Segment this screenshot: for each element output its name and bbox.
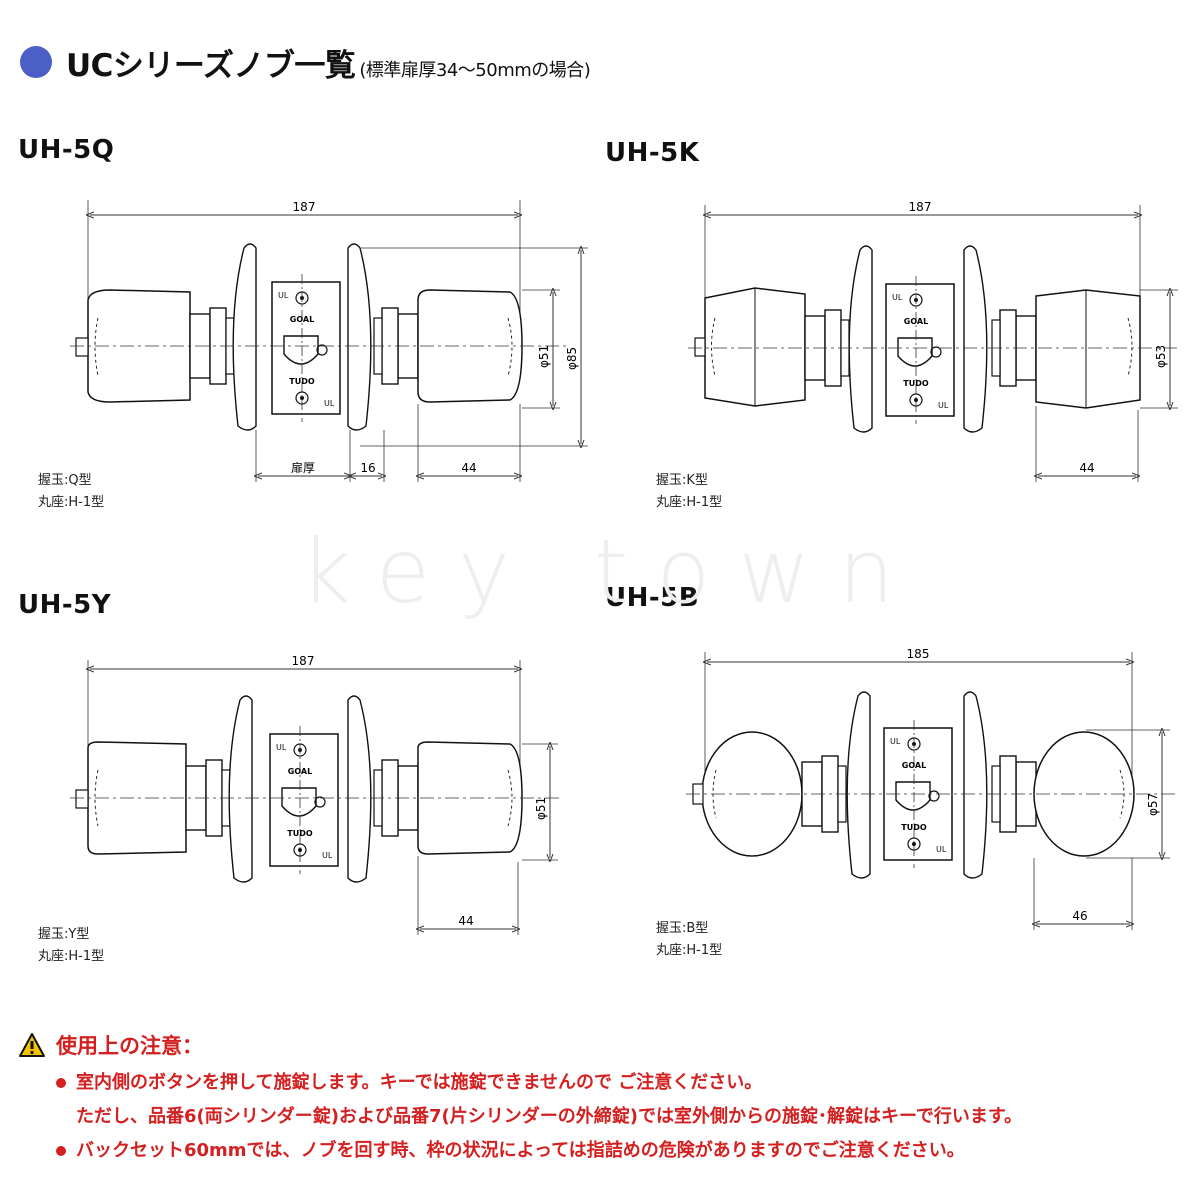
spec-uh5q: 握玉:Q型 丸座:H-1型: [38, 470, 104, 514]
diagram-uh5q: 187 φ51 φ85 扉厚 16 44: [70, 200, 588, 482]
page-title: UCシリーズノブ一覧(標準扉厚34～50mmの場合): [66, 40, 591, 85]
plate-brand-top: GOAL: [904, 317, 928, 326]
bullet-dot-icon: [56, 1078, 66, 1088]
dim-44-uh5k: 44: [1079, 461, 1094, 475]
model-label-uh5q: UH-5Q: [18, 135, 115, 165]
spec-uh5b: 握玉:B型 丸座:H-1型: [656, 918, 722, 962]
dim-knob-dia-uh5k: φ53: [1154, 345, 1168, 368]
caution-line-3: バックセット60mmでは、ノブを回す時、枠の状況によっては指詰めの危険があります…: [56, 1134, 1188, 1168]
dim-knob-dia-uh5y: φ51: [534, 797, 548, 820]
plate-brand-bottom: TUDO: [903, 379, 929, 388]
plate-brand-top: GOAL: [288, 767, 312, 776]
spec-grip: 握玉:Q型: [38, 473, 92, 488]
diagram-uh5b: 185 φ57 46: [686, 647, 1175, 930]
page-subtitle: (標準扉厚34～50mmの場合): [359, 60, 591, 81]
model-label-uh5y: UH-5Y: [18, 590, 112, 620]
dim-16-uh5q: 16: [360, 461, 375, 475]
diagram-uh5k: 187 φ53 44: [688, 200, 1180, 482]
plate-brand-top: GOAL: [290, 315, 314, 324]
dim-44-uh5q: 44: [461, 461, 476, 475]
dim-knob-dia-uh5b: φ57: [1146, 793, 1160, 816]
dim-door-uh5q: 扉厚: [291, 461, 315, 475]
warning-triangle-icon: [19, 1033, 45, 1057]
caution-line-1: 室内側のボタンを押して施錠します。キーでは施錠できませんので ご注意ください。: [56, 1066, 1188, 1100]
model-label-uh5b: UH-5B: [605, 583, 700, 613]
plate-brand-bottom: TUDO: [287, 829, 313, 838]
dim-width-uh5k: 187: [909, 200, 932, 214]
bullet-dot-icon: [20, 46, 52, 78]
caution-section: 使用上の注意： 室内側のボタンを押して施錠します。キーでは施錠できませんので ご…: [18, 1030, 1188, 1168]
page-header: UCシリーズノブ一覧(標準扉厚34～50mmの場合): [20, 40, 591, 85]
dim-width-uh5b: 185: [907, 647, 930, 661]
model-label-uh5k: UH-5K: [605, 138, 700, 168]
spec-rose: 丸座:H-1型: [656, 495, 723, 510]
page-title-text: UCシリーズノブ一覧: [66, 48, 356, 84]
dim-44-uh5y: 44: [458, 914, 473, 928]
technical-drawings: UL UL 187: [70, 200, 1180, 935]
spec-rose: 丸座:H-1型: [38, 495, 105, 510]
spec-uh5k: 握玉:K型 丸座:H-1型: [656, 470, 722, 514]
spec-grip: 握玉:B型: [656, 921, 709, 936]
spec-rose: 丸座:H-1型: [656, 943, 723, 958]
dim-46-uh5b: 46: [1072, 909, 1087, 923]
diagram-uh5y: 187 φ51 44: [70, 654, 560, 935]
bullet-dot-icon: [56, 1146, 66, 1156]
dim-width-uh5y: 187: [292, 654, 315, 668]
watermark: key town: [300, 520, 923, 623]
spec-rose: 丸座:H-1型: [38, 949, 105, 964]
caution-title: 使用上の注意：: [18, 1030, 1188, 1060]
caution-line-2: ただし、品番6(両シリンダー錠)および品番7(片シリンダーの外締錠)では室外側か…: [76, 1106, 1023, 1127]
plate-brand-bottom: TUDO: [289, 377, 315, 386]
dim-width-uh5q: 187: [293, 200, 316, 214]
spec-uh5y: 握玉:Y型 丸座:H-1型: [38, 924, 104, 968]
dim-rose-dia-uh5q: φ85: [565, 347, 579, 370]
dim-knob-dia-uh5q: φ51: [537, 345, 551, 368]
plate-brand-top: GOAL: [902, 761, 926, 770]
spec-grip: 握玉:Y型: [38, 927, 90, 942]
caution-title-text: 使用上の注意：: [56, 1034, 203, 1058]
caution-lines: 室内側のボタンを押して施錠します。キーでは施錠できませんので ご注意ください。 …: [18, 1066, 1188, 1168]
spec-grip: 握玉:K型: [656, 473, 708, 488]
plate-brand-bottom: TUDO: [901, 823, 927, 832]
